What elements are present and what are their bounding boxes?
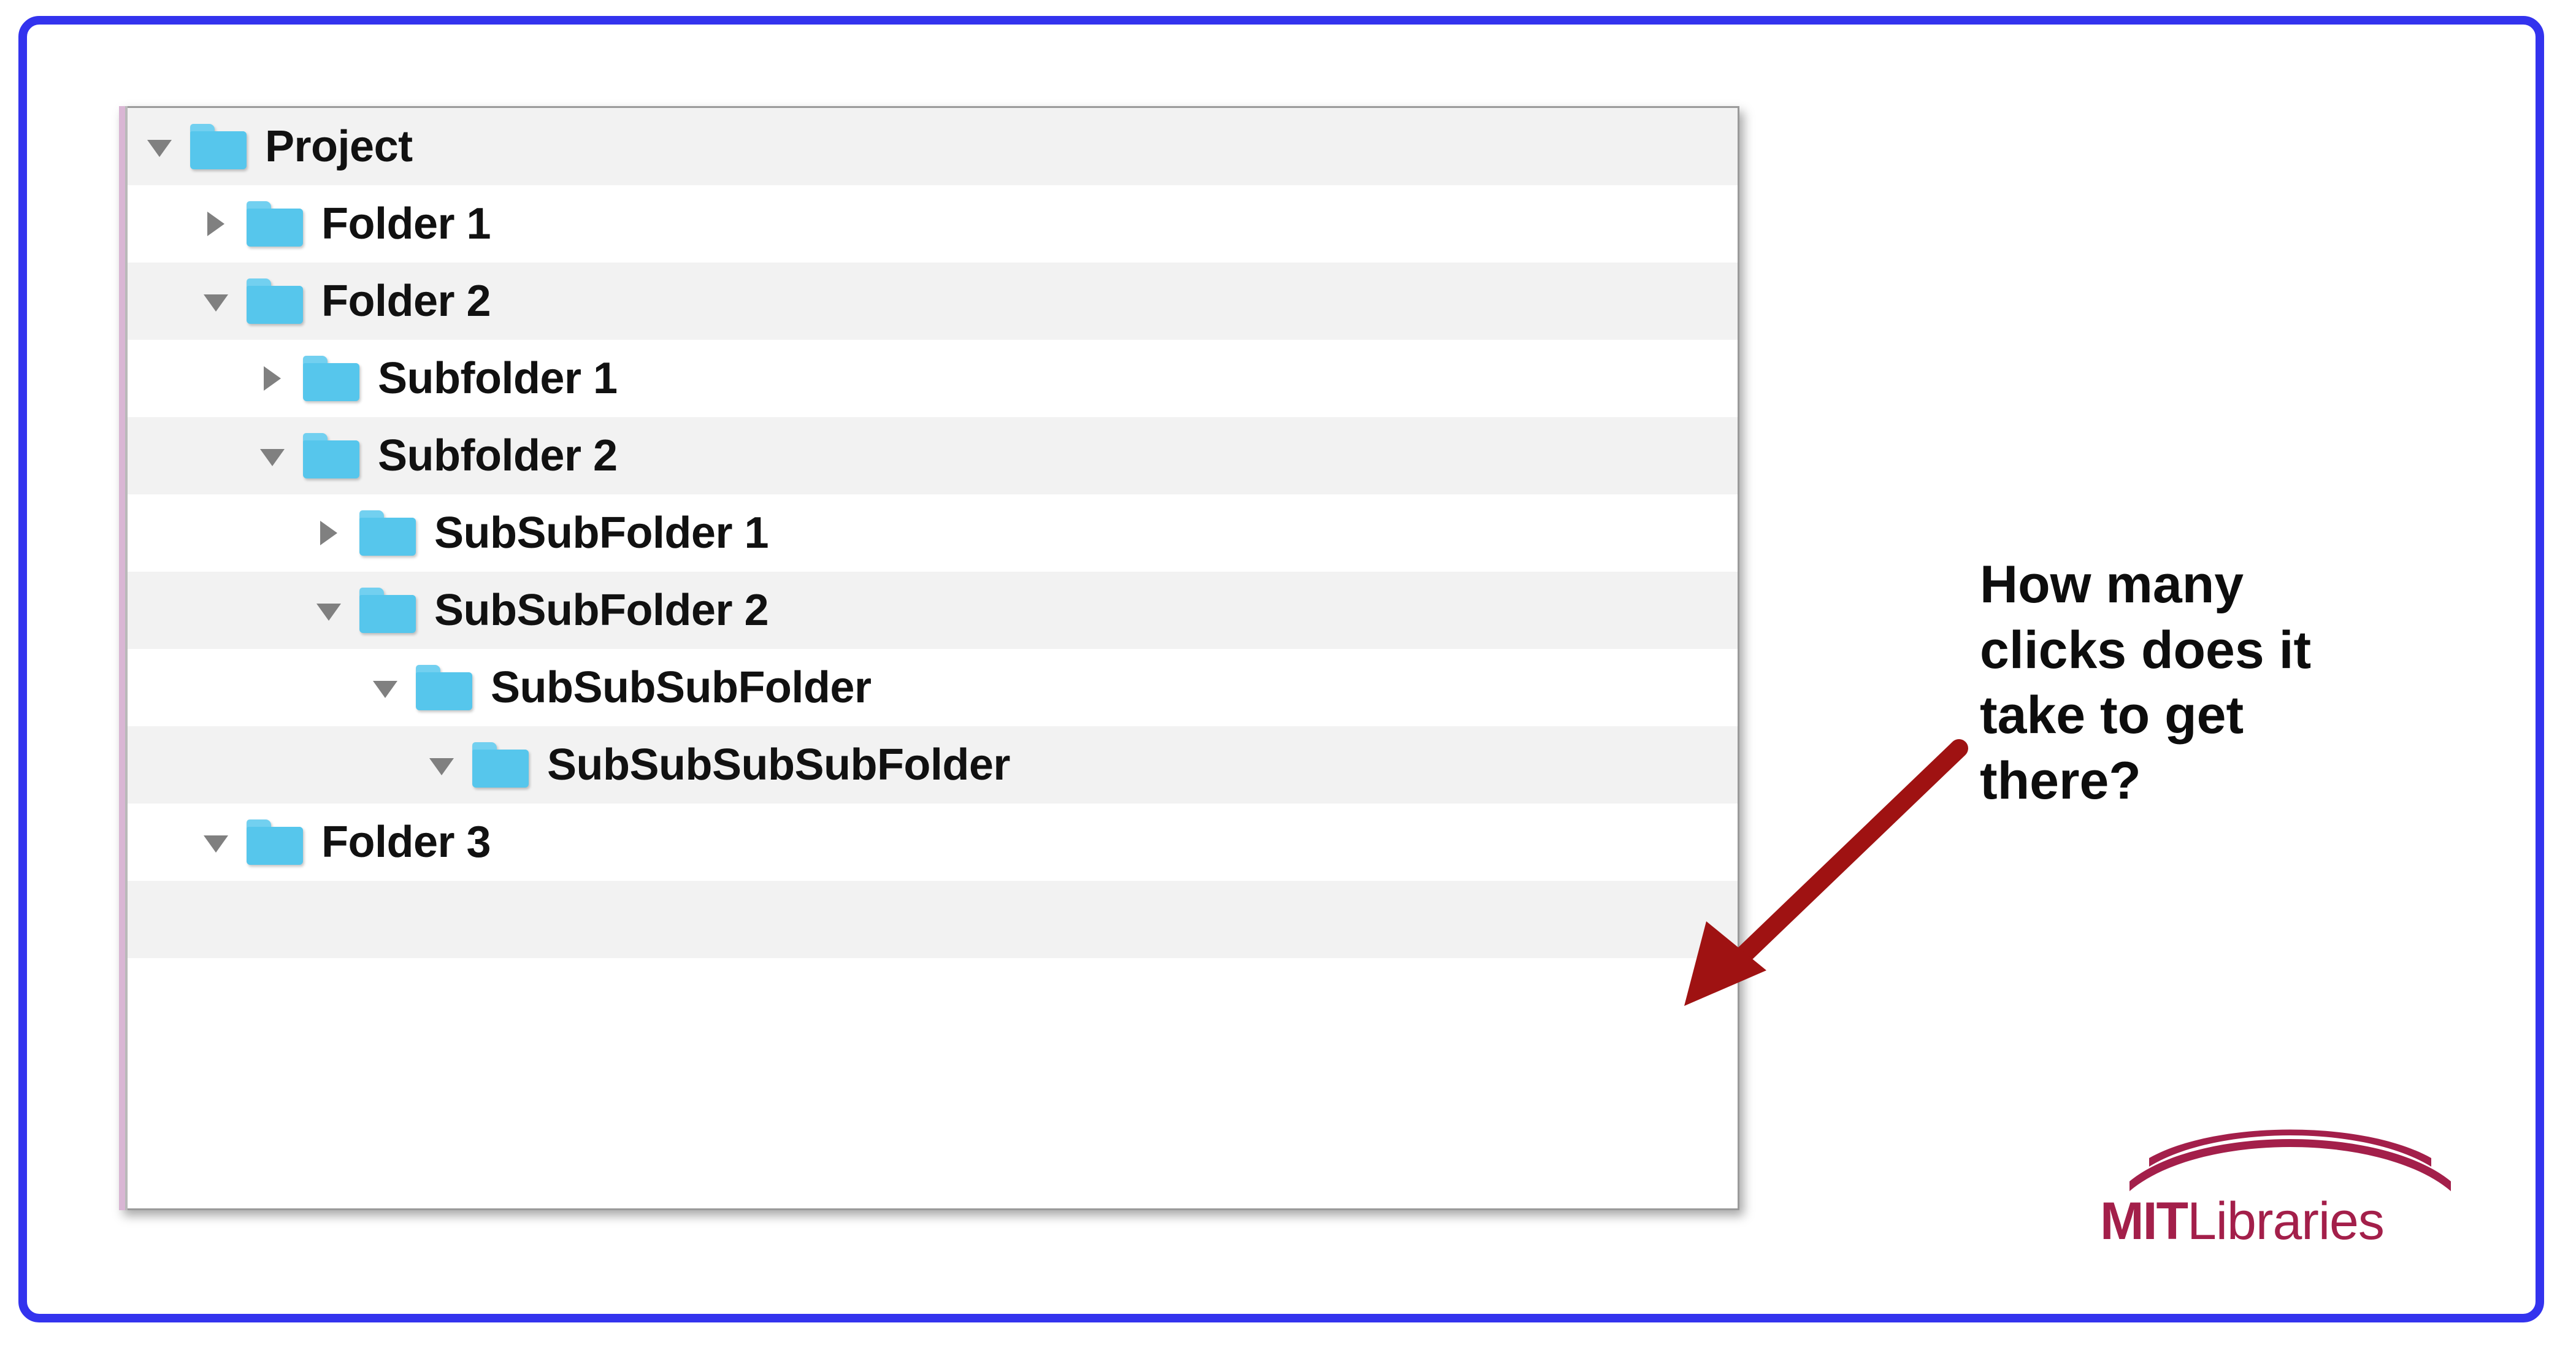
tree-row-label: Subfolder 2 [378,431,618,480]
mit-libraries-wordmark: MITLibraries [2100,1195,2480,1248]
tree-row[interactable]: SubSubFolder 2 [128,572,1738,649]
tree-row[interactable]: Folder 3 [128,804,1738,881]
disclosure-triangle-down-icon[interactable] [369,672,401,704]
libraries-text: Libraries [2187,1192,2385,1251]
tree-row[interactable]: Subfolder 1 [128,340,1738,417]
disclosure-triangle-down-icon[interactable] [200,826,232,858]
tree-row-label: SubSubFolder 1 [434,508,769,558]
tree-row-label: Folder 3 [321,818,491,867]
disclosure-triangle-down-icon[interactable] [256,440,288,472]
tree-row-label: SubSubSubSubFolder [547,740,1010,789]
slide-frame: Project Folder 1 Folder 2 [18,16,2544,1322]
tree-row[interactable]: SubSubSubSubFolder [128,726,1738,804]
tree-row[interactable]: Project [128,108,1738,185]
tree-row-label: Folder 1 [321,199,491,248]
tree-row-empty [128,881,1738,958]
tree-row[interactable]: Folder 2 [128,263,1738,340]
disclosure-triangle-right-icon[interactable] [200,208,232,240]
folder-icon [303,356,359,401]
folder-icon [247,278,303,324]
annotation-line: clicks does it [1980,620,2312,680]
panel-left-accent-stripe [119,106,125,1210]
folder-icon [247,201,303,247]
folder-tree-panel[interactable]: Project Folder 1 Folder 2 [119,106,1739,1210]
tree-row-label: Folder 2 [321,277,491,326]
folder-icon [190,124,247,169]
folder-icon [472,742,529,788]
annotation-line: take to get [1980,686,2244,745]
tree-row-label: Project [265,122,413,171]
folder-icon [247,819,303,865]
disclosure-triangle-down-icon[interactable] [144,131,175,163]
folder-icon [416,665,472,710]
panel-left-border [125,106,128,1210]
tree-row-label: Subfolder 1 [378,354,618,403]
disclosure-triangle-right-icon[interactable] [256,363,288,394]
disclosure-triangle-down-icon[interactable] [200,285,232,317]
folder-icon [359,510,416,556]
disclosure-triangle-right-icon[interactable] [313,517,345,549]
mit-dome-icon [2129,1129,2451,1191]
tree-row-label: SubSubSubFolder [491,663,872,712]
annotation-callout-text: How many clicks does it take to get ther… [1980,552,2471,814]
annotation-line: How many [1980,555,2244,614]
tree-row[interactable]: SubSubFolder 1 [128,494,1738,572]
callout-arrow [1684,739,1968,1006]
folder-icon [359,588,416,633]
mit-text: MIT [2100,1192,2188,1251]
tree-row[interactable]: Folder 1 [128,185,1738,263]
folder-icon [303,433,359,478]
disclosure-triangle-down-icon[interactable] [313,594,345,626]
annotation-line: there? [1980,751,2141,810]
tree-row[interactable]: SubSubSubFolder [128,649,1738,726]
tree-row[interactable]: Subfolder 2 [128,417,1738,494]
mit-libraries-logo: MITLibraries [2100,1122,2480,1276]
disclosure-triangle-down-icon[interactable] [426,749,458,781]
folder-tree-list: Project Folder 1 Folder 2 [128,108,1738,1208]
tree-row-label: SubSubFolder 2 [434,586,769,635]
